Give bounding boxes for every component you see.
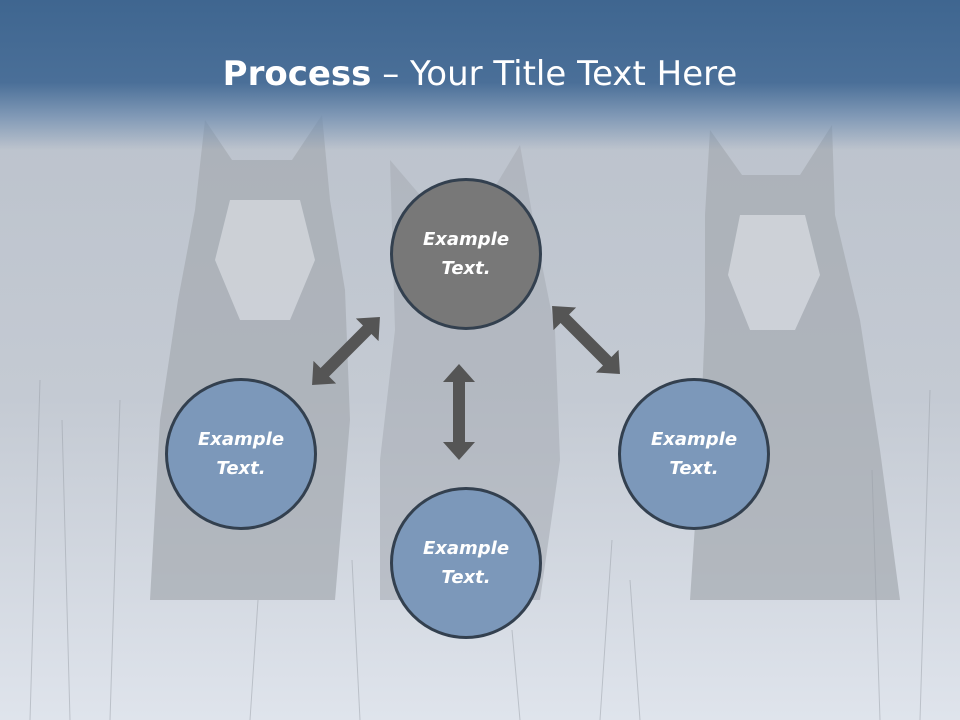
double-arrow-vertical <box>443 364 475 460</box>
double-arrow-top-right <box>552 306 620 374</box>
process-node-top: Example Text. <box>390 178 542 330</box>
title-band <box>0 0 960 150</box>
double-arrow-top-left <box>312 317 380 385</box>
process-node-left: Example Text. <box>165 378 317 530</box>
process-node-bottom: Example Text. <box>390 487 542 639</box>
slide-title: Process – Your Title Text Here <box>0 52 960 96</box>
node-label: Example Text. <box>422 229 510 279</box>
process-node-right: Example Text. <box>618 378 770 530</box>
title-separator: – <box>371 54 411 94</box>
node-label: Example Text. <box>650 429 738 479</box>
node-label: Example Text. <box>422 538 510 588</box>
title-bold-word: Process <box>222 54 372 94</box>
title-text: Your Title Text Here <box>410 54 738 94</box>
node-label: Example Text. <box>197 429 285 479</box>
